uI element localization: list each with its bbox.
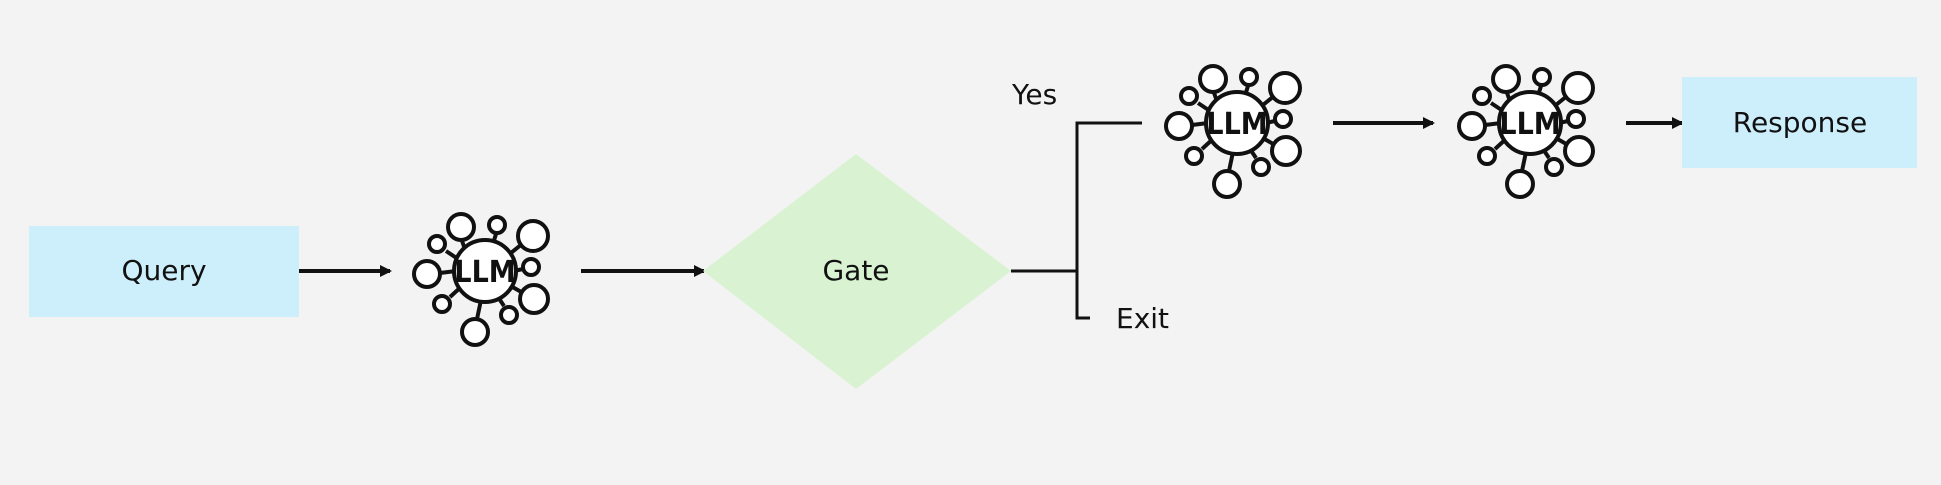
llm-icon-yes-1: LLM — [1164, 64, 1302, 199]
llm-label: LLM — [454, 255, 515, 290]
llm-label-yes-2: LLM — [1499, 107, 1560, 142]
yes-label: Yes — [1011, 78, 1057, 111]
query-box — [29, 226, 299, 317]
gate-label: Gate — [822, 254, 889, 287]
gate-diamond — [703, 154, 1011, 389]
exit-label: Exit — [1116, 302, 1169, 335]
response-label: Response — [1733, 106, 1867, 139]
query-label: Query — [121, 254, 206, 287]
exit-branch-line — [1075, 271, 1090, 320]
llm-label-yes-1: LLM — [1206, 107, 1267, 142]
gate-branch-line — [1011, 121, 1142, 273]
llm-icon: LLM — [412, 212, 550, 347]
llm-icon-yes-2: LLM — [1457, 64, 1595, 199]
response-box — [1682, 77, 1917, 168]
